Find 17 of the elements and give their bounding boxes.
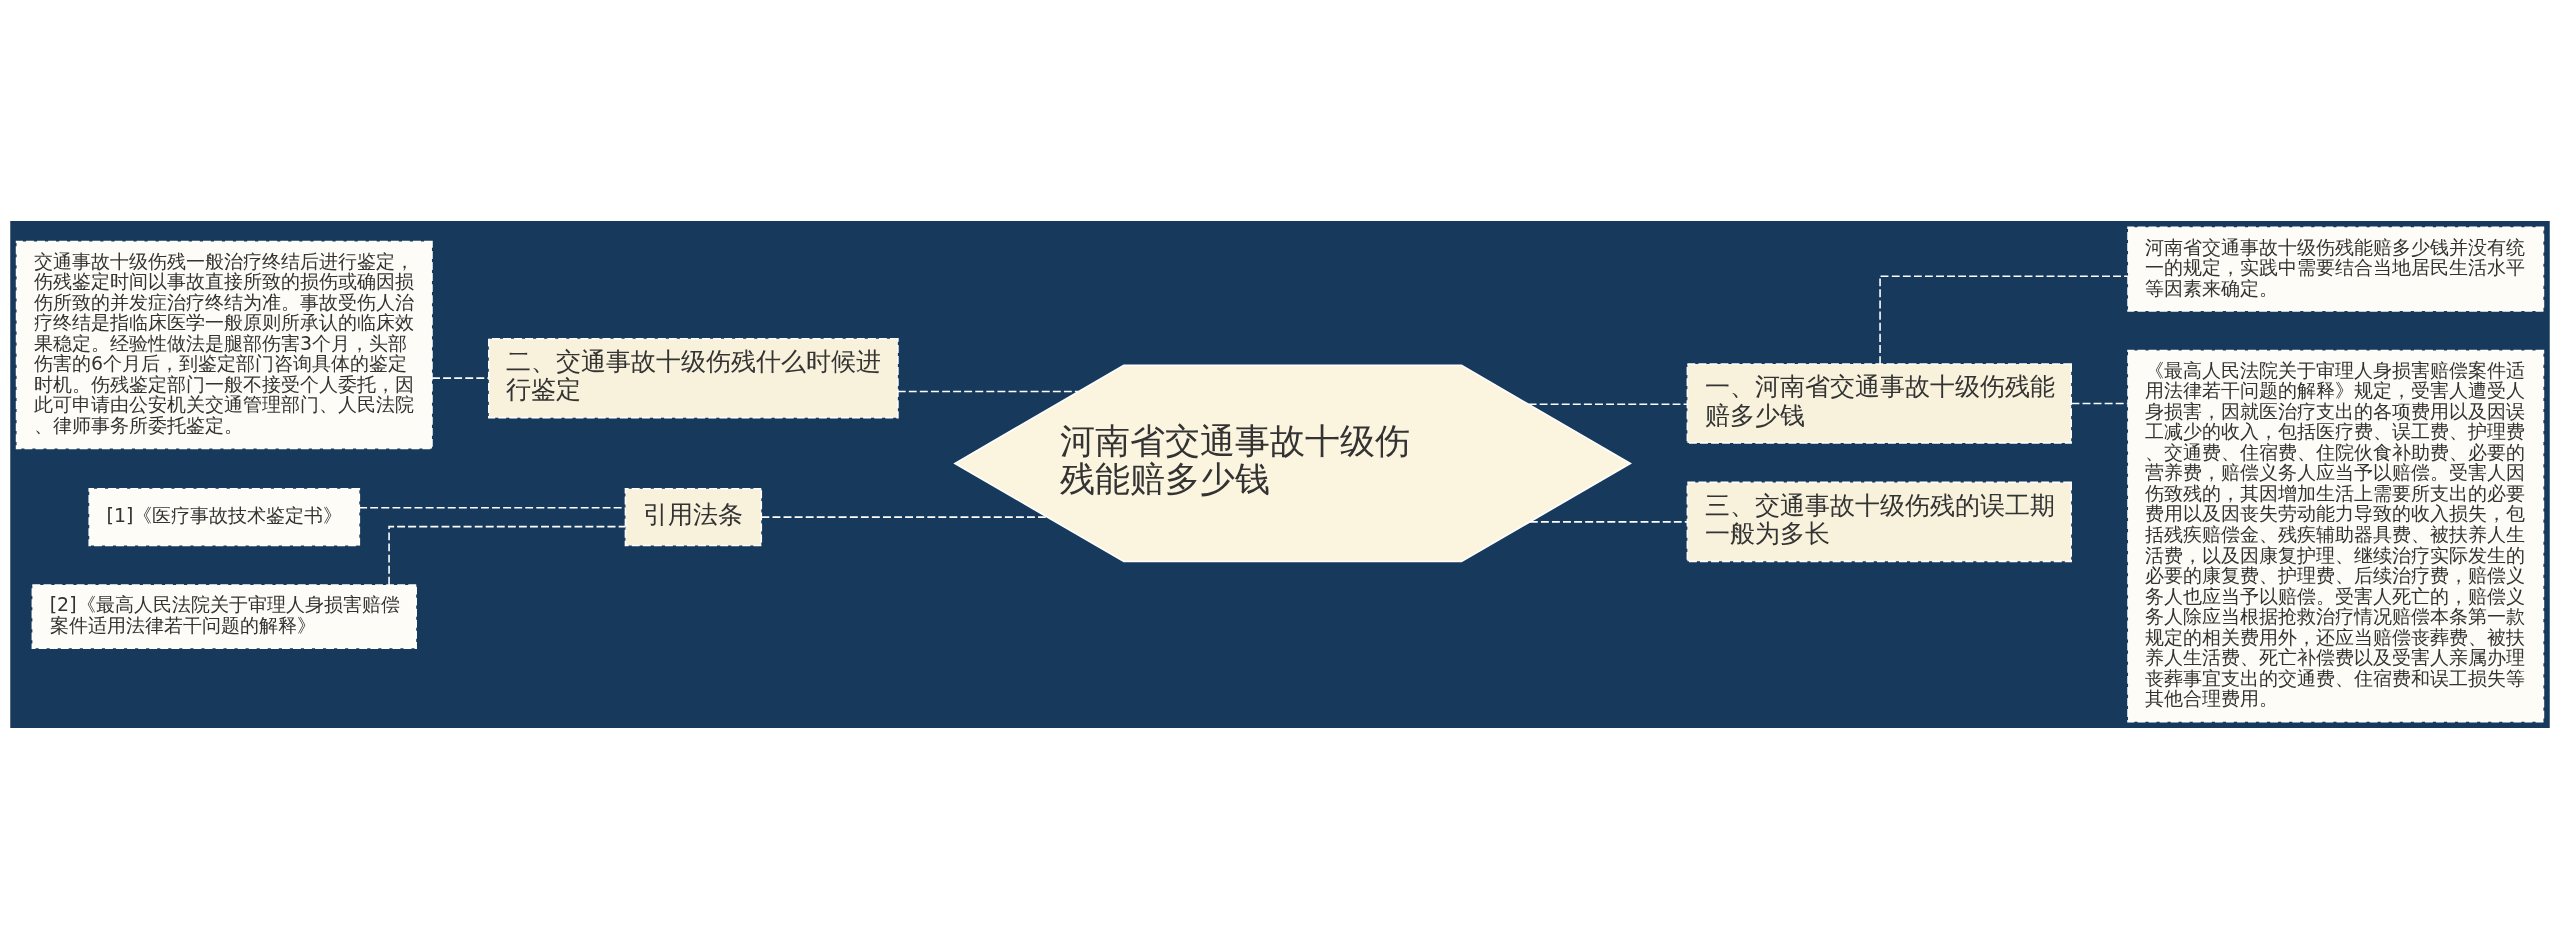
node-box: 《最高人民法院关于审理人身损害赔偿案件适用法律若干问题的解释》规定，受害人遭受人身损害，因就医治疗支出的各项费用以及因误工减少的收入，包括医疗费、误工费、护理费、交通费、住宿费、住院伙食补助费、必要的营养费，赔偿义务人应当予以赔偿。受害人因伤致残的，其因增加生活上需要所支出的必要费用以及因丧失劳动能力导致的收入损失，包括残疾赔偿金、残疾辅助器具费、被扶养人生活费，以及因康复护理、继续治疗实际发生的必要的康复费、护理费、后续治疗费，赔偿义务人也应当予以赔偿。受害人死亡的，赔偿义务人除应当根据抢救治疗情况赔偿本条第一款规定的相关费用外，还应当赔偿丧葬费、被扶养人生活费、死亡补偿费以及受害人亲属办理丧葬事宜支出的交通费、住宿费和误工损失等其他合理费用。 [2127,349,2545,722]
connector [2070,402,2129,404]
connector [1529,520,1688,523]
connector [760,515,1048,518]
connector [897,390,1080,392]
node-box: 三、交通事故十级伤残的误工期一般为多长 [1686,481,2072,562]
node-box: 交通事故十级伤残一般治疗终结后进行鉴定，伤残鉴定时间以事故直接所致的损伤或确因损伤所致的并发症治疗终结为准。事故受伤人治疗终结是指临床医学一般原则所承认的临床效果稳定。经验性做法是腿部伤害3个月，头部伤害的6个月后，到鉴定部门咨询具体的鉴定时机。伤残鉴定部门一般不接受个人委托，因此可申请由公安机关交通管理部门、人民法院、律师事务所委托鉴定。 [15,240,433,449]
connector [431,376,489,379]
node-box: [1]《医疗事故技术鉴定书》 [88,487,361,546]
node-box: 引用法条 [624,487,763,546]
node-box: 一、河南省交通事故十级伤残能赔多少钱 [1686,362,2072,444]
connector [1879,275,2129,365]
node-box: [2]《最高人民法院关于审理人身损害赔偿案件适用法律若干问题的解释》 [31,583,417,649]
node-box: 河南省交通事故十级伤残能赔多少钱并没有统一的规定，实践中需要结合当地居民生活水平等因素来确定。 [2127,226,2545,312]
connector [388,525,626,585]
node-box: 二、交通事故十级伤残什么时候进行鉴定 [488,337,899,418]
connector [1527,402,1689,405]
